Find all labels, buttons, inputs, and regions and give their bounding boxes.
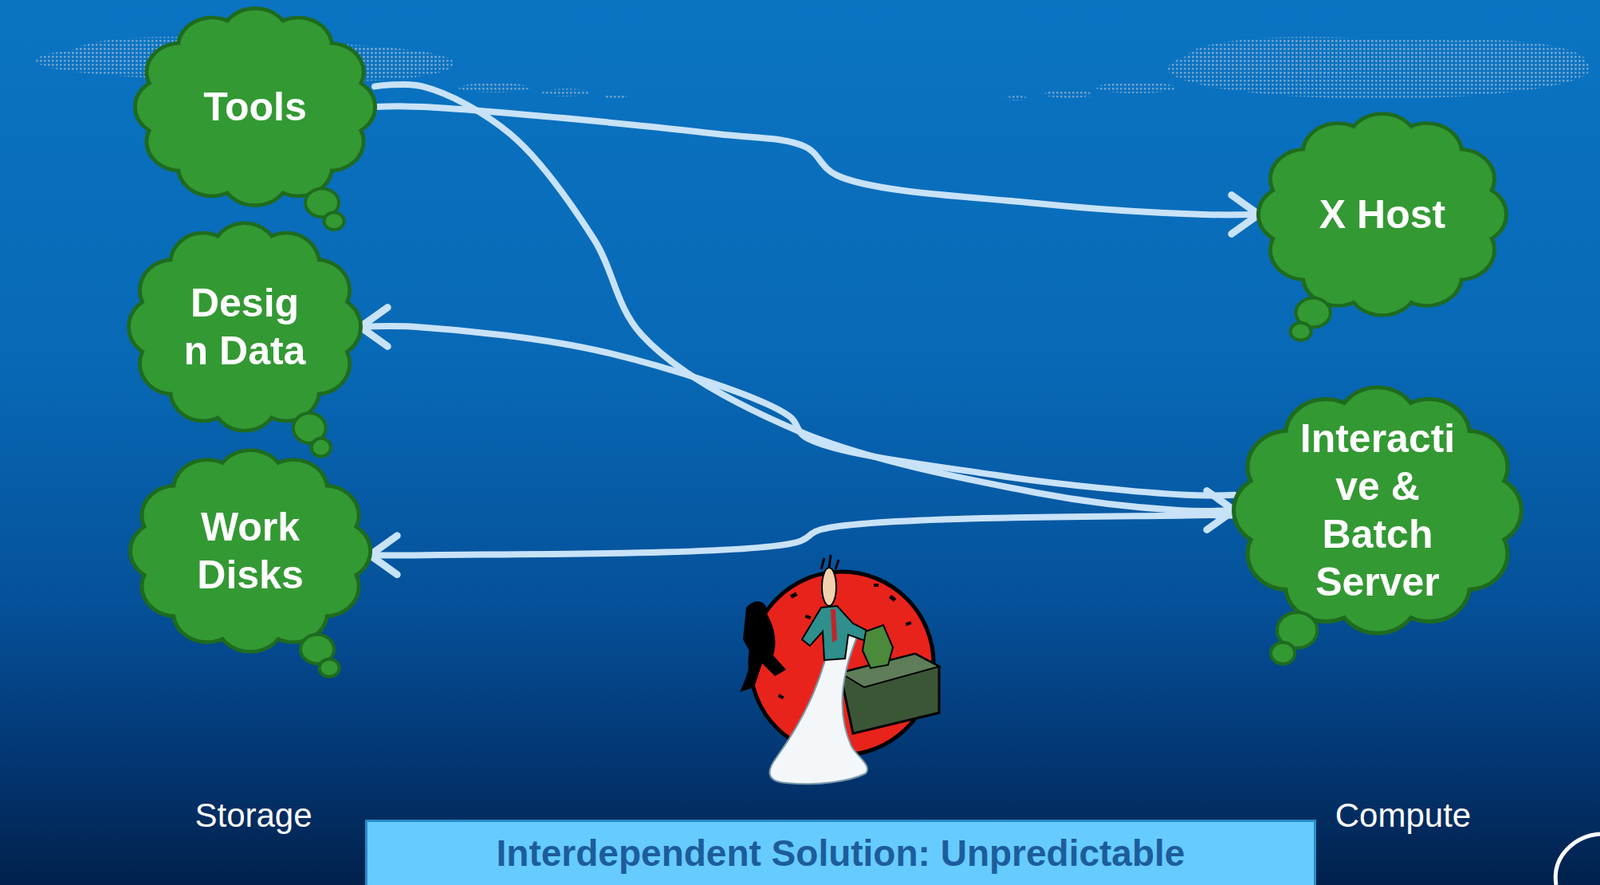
tail-bubble: [1290, 322, 1312, 341]
decor-shape: [1044, 90, 1093, 99]
cloud-node: Work Disks: [130, 446, 370, 656]
text-block: Tools: [203, 82, 307, 131]
cloud-shape: [130, 446, 370, 656]
decor-shape: [790, 591, 798, 598]
node-label: Interacti ve & Batch Server: [1292, 414, 1464, 606]
decor-shape: [1005, 95, 1028, 101]
decor-shape: [604, 94, 627, 99]
cloud-shape: [129, 219, 361, 435]
decor-shape: [542, 88, 590, 97]
cloud-fill: [132, 452, 369, 650]
text-block: Interacti ve & Batch Server: [1292, 414, 1464, 606]
arrow-head: [360, 307, 388, 347]
cloud-bump: [297, 44, 362, 100]
flow-arrow: [374, 106, 1259, 215]
node-label: Work Disks: [184, 503, 317, 599]
decor-shape: [458, 82, 531, 93]
thought-tail: [1290, 298, 1331, 341]
thought-tail: [1270, 612, 1317, 665]
cloud-bump: [292, 487, 357, 543]
cloud-outline: [1234, 387, 1522, 633]
cloud-node: Interacti ve & Batch Server: [1234, 382, 1522, 638]
flow-arrow: [360, 326, 1235, 496]
worker-tie: [830, 609, 838, 643]
arrow-head: [369, 535, 398, 575]
cloud-outline: [135, 8, 375, 205]
node-label: Tools: [203, 82, 307, 131]
decor-shape: [805, 614, 812, 620]
tail-bubble: [311, 438, 331, 457]
worker-hair: [821, 554, 839, 570]
arrow-head: [1231, 195, 1259, 235]
cloud-fill: [130, 224, 360, 429]
decor-shape: [873, 583, 879, 587]
connector-group: [360, 307, 1235, 496]
connector-group: [374, 84, 1235, 531]
decor-shape: [888, 594, 897, 602]
cloud-node: Desig n Data: [129, 219, 361, 435]
worker-body: [801, 605, 869, 661]
logo-swoosh: [1555, 833, 1600, 885]
connector-group: [374, 106, 1259, 234]
cloud-node: Tools: [135, 4, 375, 209]
side-label: Storage: [194, 795, 312, 836]
cloud-fill: [1260, 115, 1505, 314]
flow-arrow: [369, 514, 1235, 555]
thought-tail: [305, 188, 345, 230]
shadow-figure: [739, 601, 787, 692]
thought-tail: [300, 634, 340, 677]
cloud-outline: [1258, 114, 1506, 315]
side-label: Compute: [1335, 795, 1471, 836]
caption-text: Interdependent Solution: Unpredictable: [496, 833, 1186, 874]
text-block: X Host: [1319, 190, 1446, 239]
node-label: X Host: [1319, 190, 1446, 239]
frustrated-worker-illustration: [739, 554, 940, 784]
cloud-fill: [1235, 389, 1520, 631]
decor-shape: [1555, 833, 1600, 885]
decor-shape: [1096, 82, 1176, 94]
desk: [840, 653, 940, 734]
node-label: Desig n Data: [179, 279, 311, 375]
backpack: [862, 625, 893, 669]
flying-papers: [778, 583, 913, 700]
caption-banner: Interdependent Solution: Unpredictable: [365, 819, 1317, 885]
tail-bubble: [318, 659, 339, 677]
decor-shape: [905, 621, 913, 626]
cloud-outline: [130, 450, 370, 652]
tail-bubble: [1270, 642, 1295, 665]
worker-head: [821, 567, 837, 606]
paper-spill: [769, 625, 868, 784]
decor-shape: [1379, 39, 1587, 85]
cloud-fill: [137, 10, 374, 205]
thought-tail: [293, 412, 331, 457]
decor-shape: [778, 693, 785, 700]
text-block: Work Disks: [184, 503, 317, 599]
text-block: Desig n Data: [179, 279, 311, 375]
connector-group: [369, 514, 1235, 574]
tail-bubble: [323, 212, 344, 231]
cloud-node: X Host: [1258, 110, 1506, 319]
cloud-outline: [129, 223, 361, 430]
